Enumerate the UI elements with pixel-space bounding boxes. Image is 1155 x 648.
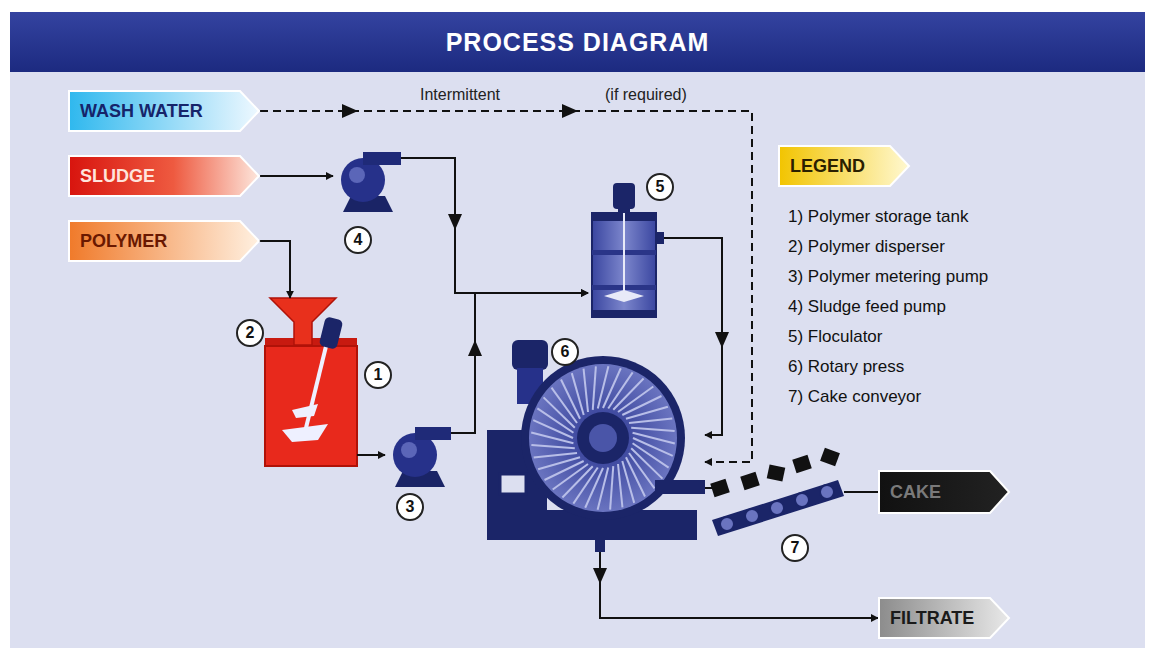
tag-label: POLYMER [80,230,167,252]
legend-text: 2) Polymer disperser [788,237,945,256]
callout-number: 4 [344,226,372,254]
pipe-connector [260,111,752,462]
legend-text: 7) Cake conveyor [788,387,921,406]
tag-label: SLUDGE [80,165,155,187]
storage-tank: 1 [265,338,357,466]
pipe-connector [451,293,588,433]
tag-label-box: SLUDGE [68,155,260,197]
legend-row: 7) Cake conveyor [788,382,921,412]
legend-text: 4) Sludge feed pump [788,297,946,316]
legend-row: 6) Rotary press [788,352,904,382]
pipe-connector [401,158,588,293]
tag-label: CAKE [890,481,941,503]
callout-number: 2 [236,319,264,347]
pipe-connector [258,241,290,298]
conveyor: 7 [708,472,844,540]
pipe-connector [357,454,385,456]
title: PROCESS DIAGRAM [10,12,1145,72]
pipe-connector [260,175,333,177]
legend-row: 1) Polymer storage tank [788,202,968,232]
rotary-press: 6 [487,340,705,540]
pump: 3 [385,425,451,487]
callout-number: 7 [781,534,809,562]
tag-label-box: CAKE [878,470,1010,514]
tag-arrow: FILTRATE [878,597,1010,639]
flocculator: 5 [588,183,660,319]
legend-row: 5) Floculator [788,322,882,352]
legend-row: 2) Polymer disperser [788,232,945,262]
tag-label-box: POLYMER [68,220,260,262]
legend-text: 6) Rotary press [788,357,904,376]
legend-text: 5) Floculator [788,327,882,346]
callout-number: 6 [551,338,579,366]
callout-number: 3 [396,493,424,521]
callout-number: 1 [364,361,392,389]
line-note: Intermittent [420,86,500,104]
pump: 4 [333,150,401,212]
tag-arrow: POLYMER [68,220,260,262]
tag-label-box: LEGEND [778,145,910,187]
callout-number: 5 [646,173,674,201]
tag-label-box: WASH WATER [68,90,260,132]
tag-label: FILTRATE [890,607,974,629]
tag-arrow: CAKE [878,470,1010,514]
tag-arrow: SLUDGE [68,155,260,197]
tag-label-box: FILTRATE [878,597,1010,639]
pipe-connector [664,238,722,435]
tag-label: LEGEND [790,155,865,177]
tag-label: WASH WATER [80,100,203,122]
tag-arrow: WASH WATER [68,90,260,132]
polymer-disperser: 2 [270,298,336,336]
legend-text: 1) Polymer storage tank [788,207,968,226]
pipe-connector [600,552,878,618]
legend-tag: LEGEND [778,145,910,187]
legend-row: 4) Sludge feed pump [788,292,946,322]
legend-text: 3) Polymer metering pump [788,267,988,286]
line-note: (if required) [605,86,687,104]
pipe-connector [705,487,714,489]
pipe-connector [844,491,878,493]
legend-row: 3) Polymer metering pump [788,262,988,292]
